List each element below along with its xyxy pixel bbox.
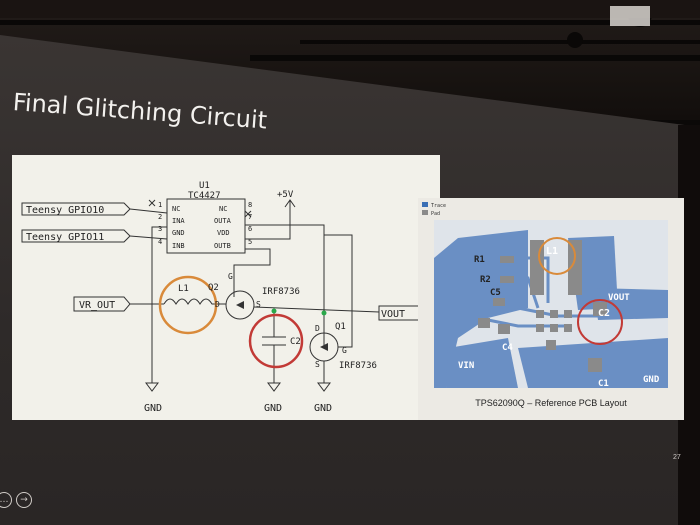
c2-pad [593, 302, 607, 316]
q2-part-label: IRF8736 [262, 287, 300, 297]
legend-pad: Pad [431, 211, 440, 217]
r2-pad [500, 276, 514, 283]
legend-pad-swatch [422, 210, 428, 215]
gpio11-port [21, 229, 131, 243]
q2-mosfet [225, 290, 255, 320]
c4-pad [498, 324, 510, 334]
c2-highlight [248, 313, 304, 369]
pin-num-1: 1 [158, 201, 162, 209]
pin-num-5: 5 [248, 238, 252, 246]
pcb-label-vout: VOUT [608, 293, 630, 303]
q1-source: S [315, 360, 320, 369]
pcb-label-r2: R2 [480, 275, 491, 285]
l1-pad-1 [530, 240, 544, 295]
gpio10-port [21, 202, 131, 216]
q2-drain: D [215, 300, 220, 309]
l1-label: L1 [178, 284, 189, 294]
pcb-panel: Trace Pad [418, 198, 684, 420]
gpio11-label: Teensy GPIO11 [26, 232, 104, 243]
pcb-label-c1: C1 [598, 379, 609, 389]
vr-out-port [73, 296, 131, 312]
pin-num-2: 2 [158, 213, 162, 221]
stage-rigging [0, 0, 700, 61]
pcb-l1-highlight [538, 237, 576, 275]
pin-num-4: 4 [158, 238, 162, 246]
pcb-label-vin: VIN [458, 361, 474, 371]
l1-highlight [158, 275, 218, 335]
pin-outa: OUTA [214, 217, 232, 225]
c5-pad [493, 298, 505, 306]
previous-slide-icon[interactable]: … [0, 492, 12, 508]
pcb-label-c2: C2 [598, 308, 610, 319]
page-number: 27 [673, 454, 681, 461]
vout-label: VOUT [381, 309, 405, 320]
q2-gate: G [228, 272, 233, 281]
u1-ref: U1 [199, 181, 210, 191]
inductor-l1 [163, 298, 220, 305]
pcb-layout: Trace Pad [422, 202, 668, 389]
pcb-label-gnd: GND [643, 375, 660, 385]
vout-pour [593, 288, 668, 320]
pin-num-6: 6 [248, 225, 252, 233]
q1-label: Q1 [335, 322, 346, 332]
pin-gnd: GND [172, 229, 185, 237]
vin-pour-lower [446, 338, 518, 388]
pin-outb: OUTB [214, 242, 231, 250]
pcb-caption: TPS62090Q – Reference PCB Layout [475, 398, 627, 408]
pin-num-8: 8 [248, 201, 252, 209]
pcb-label-c5: C5 [490, 288, 501, 298]
l1-pad-2 [568, 240, 582, 295]
pin-nc-right: NC [219, 205, 227, 213]
pin-nc-left: NC [172, 205, 180, 213]
q2-source: S [256, 300, 261, 309]
circuit-schematic: U1 TC4427 NC INA GND INB 1 2 3 4 NC OUTA… [21, 181, 437, 414]
pin-vdd: VDD [217, 229, 230, 237]
pin-num-3: 3 [158, 225, 162, 233]
legend-trace: Trace [431, 203, 446, 209]
gnd-label-1: GND [144, 403, 162, 414]
next-slide-icon[interactable]: → [16, 492, 32, 508]
gnd-label-3: GND [314, 403, 332, 414]
q2-label: Q2 [208, 283, 219, 293]
vr-out-label: VR_OUT [79, 300, 115, 311]
pin-inb: INB [172, 242, 185, 250]
u1-part: TC4427 [188, 191, 221, 201]
q1-gate: G [342, 346, 347, 355]
c1-pad [588, 358, 602, 372]
u1-chip-body [166, 198, 246, 254]
pin-num-7: 7 [248, 213, 252, 221]
ceiling-light [610, 6, 650, 26]
r1-pad [500, 256, 514, 263]
q1-drain: D [315, 324, 320, 333]
q1-part-label: IRF8736 [339, 361, 377, 371]
gpio10-label: Teensy GPIO10 [26, 205, 104, 216]
pin-ina: INA [172, 217, 185, 225]
vin-pour [434, 230, 528, 388]
c2-label: C2 [290, 337, 301, 347]
legend-trace-swatch [422, 202, 428, 207]
pcb-label-r1: R1 [474, 255, 485, 265]
supply-label: +5V [277, 190, 294, 200]
schematic-panel: U1 TC4427 NC INA GND INB 1 2 3 4 NC OUTA… [12, 155, 440, 420]
gnd-label-2: GND [264, 403, 282, 414]
pcb-label-c4: C4 [502, 343, 513, 353]
pcb-c2-highlight [577, 299, 623, 345]
pcb-label-l1: L1 [546, 246, 558, 257]
